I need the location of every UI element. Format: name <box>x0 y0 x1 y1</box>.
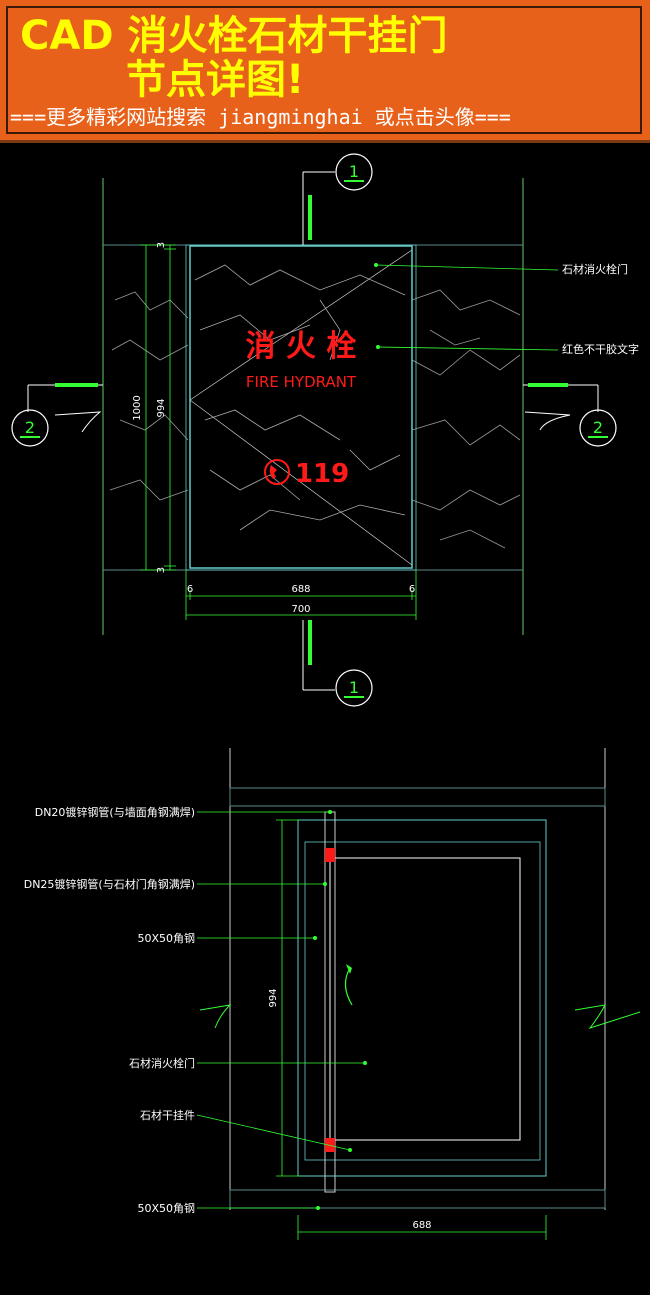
section-mark-left: 2 <box>11 383 103 447</box>
section-dim-horizontal <box>297 1215 547 1240</box>
dim-height-total: 1000 <box>132 395 143 420</box>
angle-bracket-bottom <box>325 1138 335 1152</box>
label-angle-steel-bottom: 50X50角钢 <box>137 1202 195 1215</box>
label-dn20-pipe: DN20镀锌钢管(与墙面角钢满焊) <box>35 805 195 819</box>
door-phone-number: 119 <box>295 459 349 489</box>
banner-title-line2: 节点详图! <box>126 57 305 103</box>
slab-bottom <box>229 1189 606 1209</box>
leader-text <box>376 345 559 351</box>
banner-subtitle: ===更多精彩网站搜索 jiangminghai 或点击头像=== <box>10 105 511 129</box>
leader-door <box>374 263 559 271</box>
leader-dots <box>313 810 367 1210</box>
stone-texture-wall <box>109 289 521 549</box>
dim-gap-right: 6 <box>409 584 415 595</box>
section-mark-top: 1 <box>302 153 373 245</box>
label-stone-door-section: 石材消火栓门 <box>129 1056 195 1070</box>
slab-top <box>229 787 606 807</box>
stone-texture-door <box>194 264 406 531</box>
label-red-sticker-text: 红色不干胶文字 <box>562 342 639 356</box>
break-line-left <box>199 1004 232 1029</box>
door-text-cn: 消 火 栓 <box>246 329 357 364</box>
title-banner: CAD 消火栓石材干挂门 节点详图! ===更多精彩网站搜索 jiangming… <box>0 0 650 143</box>
label-dn25-pipe: DN25镀锌钢管(与石材门角钢满焊) <box>24 877 195 891</box>
section-view: DN20镀锌钢管(与墙面角钢满焊) DN25镀锌钢管(与石材门角钢满焊) 50X… <box>24 748 641 1240</box>
section-mark-left-number: 2 <box>25 418 35 437</box>
dim-gap-bottom: 3 <box>156 567 167 573</box>
banner-frame <box>6 6 642 134</box>
section-dim-height: 994 <box>268 988 279 1007</box>
rotation-arrow-head-icon <box>346 964 352 974</box>
phone-icon <box>264 459 290 485</box>
dim-gap-top: 3 <box>156 242 167 248</box>
section-mark-bottom: 1 <box>302 620 373 707</box>
section-leaders <box>196 811 365 1209</box>
section-door-panel <box>329 857 521 1141</box>
dim-width-total: 700 <box>291 604 310 615</box>
section-mark-top-number: 1 <box>349 162 359 181</box>
section-dim-vertical <box>276 819 300 1177</box>
break-line-right <box>574 1004 641 1029</box>
label-stone-door: 石材消火栓门 <box>562 262 628 276</box>
door-text-en: FIRE HYDRANT <box>246 373 357 391</box>
dim-height-door: 994 <box>156 398 167 417</box>
door-frame-outline <box>185 244 417 571</box>
door-swing-line-bottom <box>189 399 413 566</box>
label-angle-steel-top: 50X50角钢 <box>137 932 195 945</box>
section-mark-right-number: 2 <box>593 418 603 437</box>
door-swing-line-top <box>189 249 413 401</box>
elevation-view: 消 火 栓 FIRE HYDRANT 119 1 1 <box>11 153 639 707</box>
section-dim-width: 688 <box>412 1220 431 1231</box>
section-outer-frame <box>297 819 547 1177</box>
angle-bracket-top <box>325 848 335 862</box>
rotation-arrow-icon <box>344 967 353 1006</box>
section-mark-bottom-number: 1 <box>349 678 359 697</box>
dim-horizontal-lines <box>185 570 417 620</box>
door-panel <box>189 245 413 569</box>
section-inner-frame <box>304 841 541 1161</box>
label-stone-hanger: 石材干挂件 <box>140 1108 195 1122</box>
section-mark-right: 2 <box>523 383 617 447</box>
dim-width-door: 688 <box>291 584 310 595</box>
banner-title-line1: CAD 消火栓石材干挂门 <box>20 13 448 59</box>
dim-vertical-lines <box>140 244 176 571</box>
dim-gap-left: 6 <box>187 584 193 595</box>
